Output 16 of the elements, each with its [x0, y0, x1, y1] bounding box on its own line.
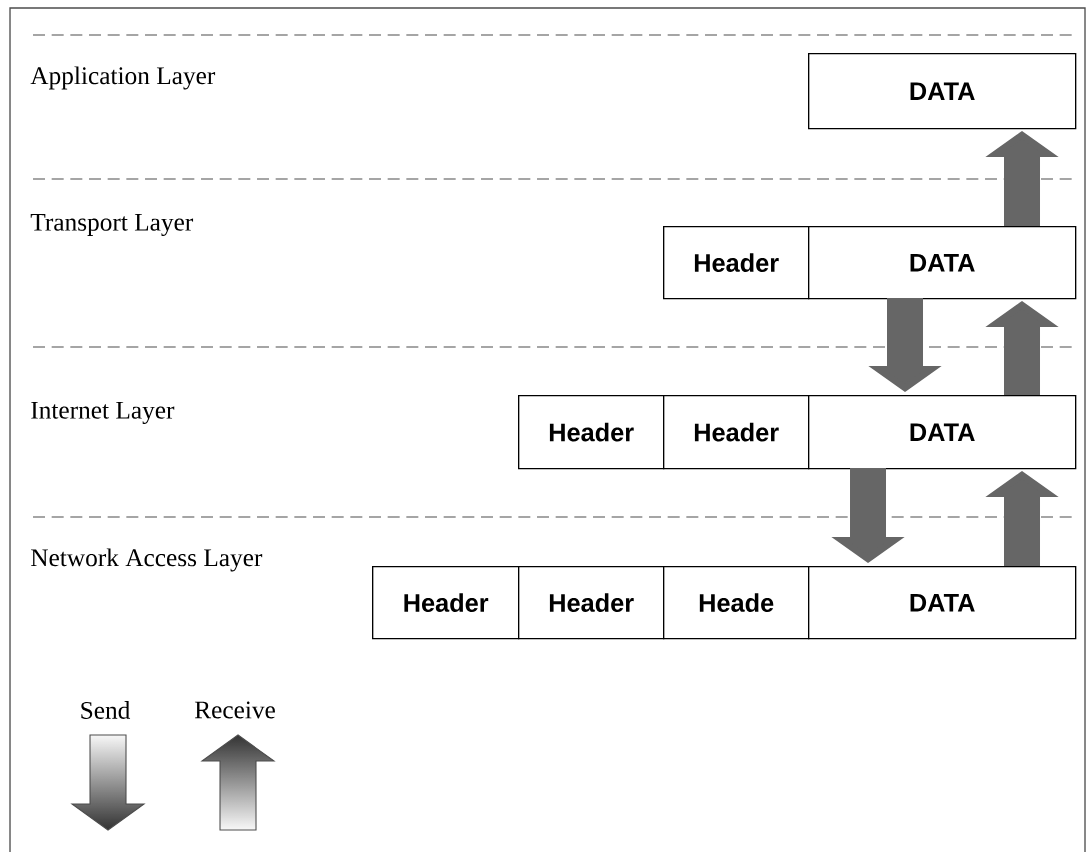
layer-label: Network Access Layer	[31, 548, 263, 572]
layer-label: Application Layer	[30, 66, 216, 90]
packet-field: DATA	[808, 226, 1077, 300]
packet-field: DATA	[808, 53, 1077, 130]
layer-label: Transport Layer	[30, 213, 194, 236]
packet-field: Header	[518, 566, 665, 640]
packet-field: Header	[372, 566, 520, 640]
packet-field: Header	[663, 395, 810, 470]
packet-field: Header	[663, 226, 810, 300]
packet-field: Heade	[663, 566, 810, 640]
legend-label: Receive	[194, 701, 275, 719]
packet-field: DATA	[808, 395, 1077, 470]
legend-label: Send	[81, 701, 131, 719]
packet-field: DATA	[808, 566, 1077, 640]
layer-label: Internet Layer	[31, 401, 175, 424]
packet-field: Header	[518, 395, 665, 470]
